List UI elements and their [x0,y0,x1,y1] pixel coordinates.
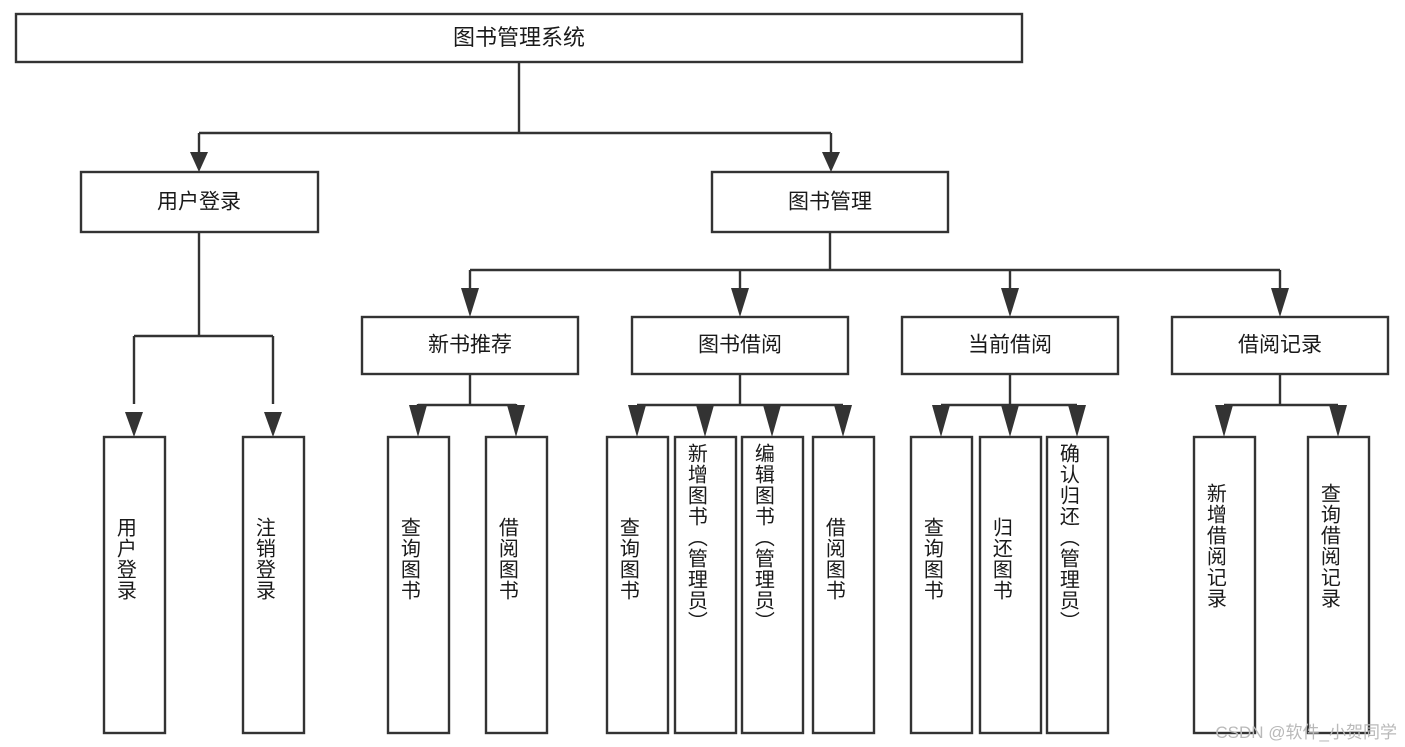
node-labels: 图书管理系统 用户登录 图书管理 新书推荐 图书借阅 当前借阅 借阅记录 [157,25,1322,357]
node-book-borrow[interactable] [630,315,850,376]
node-book-management[interactable] [710,170,950,234]
leaf-box[interactable] [1192,435,1257,735]
leaf-box[interactable] [241,435,306,735]
arrow-head-icon [507,405,525,437]
leaf-box[interactable] [673,435,738,735]
leaf-box[interactable] [978,435,1043,735]
arrow-head-icon [461,288,479,317]
leaf-box[interactable] [484,435,549,735]
node-borrow-record[interactable] [1170,315,1390,376]
leaf-box[interactable] [909,435,974,735]
node-user-login[interactable] [79,170,320,234]
leaf-box[interactable] [102,435,167,735]
leaf-box[interactable] [605,435,670,735]
arrow-head-icon [264,412,282,437]
arrow-head-icon [834,405,852,437]
node-label-new-book-recommend: 新书推荐 [428,334,512,357]
connector-bookmgmt-to-bus [468,232,1282,288]
connector-userlogin-to-bus [132,232,275,404]
leaf-box[interactable] [1045,435,1110,735]
arrow-head-icon [763,405,781,437]
node-boxes [14,12,1390,735]
leaf-box[interactable] [386,435,451,735]
connector-root-to-bus [197,63,833,152]
node-label-book-borrow: 图书借阅 [698,334,782,357]
arrow-head-icon [932,405,950,437]
root-label: 图书管理系统 [453,25,585,50]
arrow-head-icon [628,405,646,437]
arrow-head-icon [1068,405,1086,437]
arrow-head-icon [409,405,427,437]
node-label-current-borrow: 当前借阅 [968,334,1052,357]
node-root[interactable] [14,12,1024,64]
arrow-head-icon [822,152,840,172]
node-label-borrow-record: 借阅记录 [1238,334,1322,357]
connector-borrow-to-children [635,374,845,412]
arrow-head-icon [731,288,749,317]
arrow-heads [125,152,1347,437]
node-label-book-management: 图书管理 [788,191,872,214]
arrow-head-icon [1329,405,1347,437]
leaf-box[interactable] [1306,435,1371,735]
connector-newbook-to-children [416,374,518,412]
arrow-head-icon [125,412,143,437]
node-label-user-login: 用户登录 [157,191,241,214]
arrow-head-icon [696,405,714,437]
node-new-book-recommend[interactable] [360,315,580,376]
arrow-head-icon [1001,405,1019,437]
arrow-head-icon [190,152,208,172]
connector-record-to-children [1222,374,1340,412]
leaf-box[interactable] [811,435,876,735]
arrow-head-icon [1215,405,1233,437]
arrow-head-icon [1271,288,1289,317]
node-current-borrow[interactable] [900,315,1120,376]
arrow-head-icon [1001,288,1019,317]
leaf-box[interactable] [740,435,805,735]
